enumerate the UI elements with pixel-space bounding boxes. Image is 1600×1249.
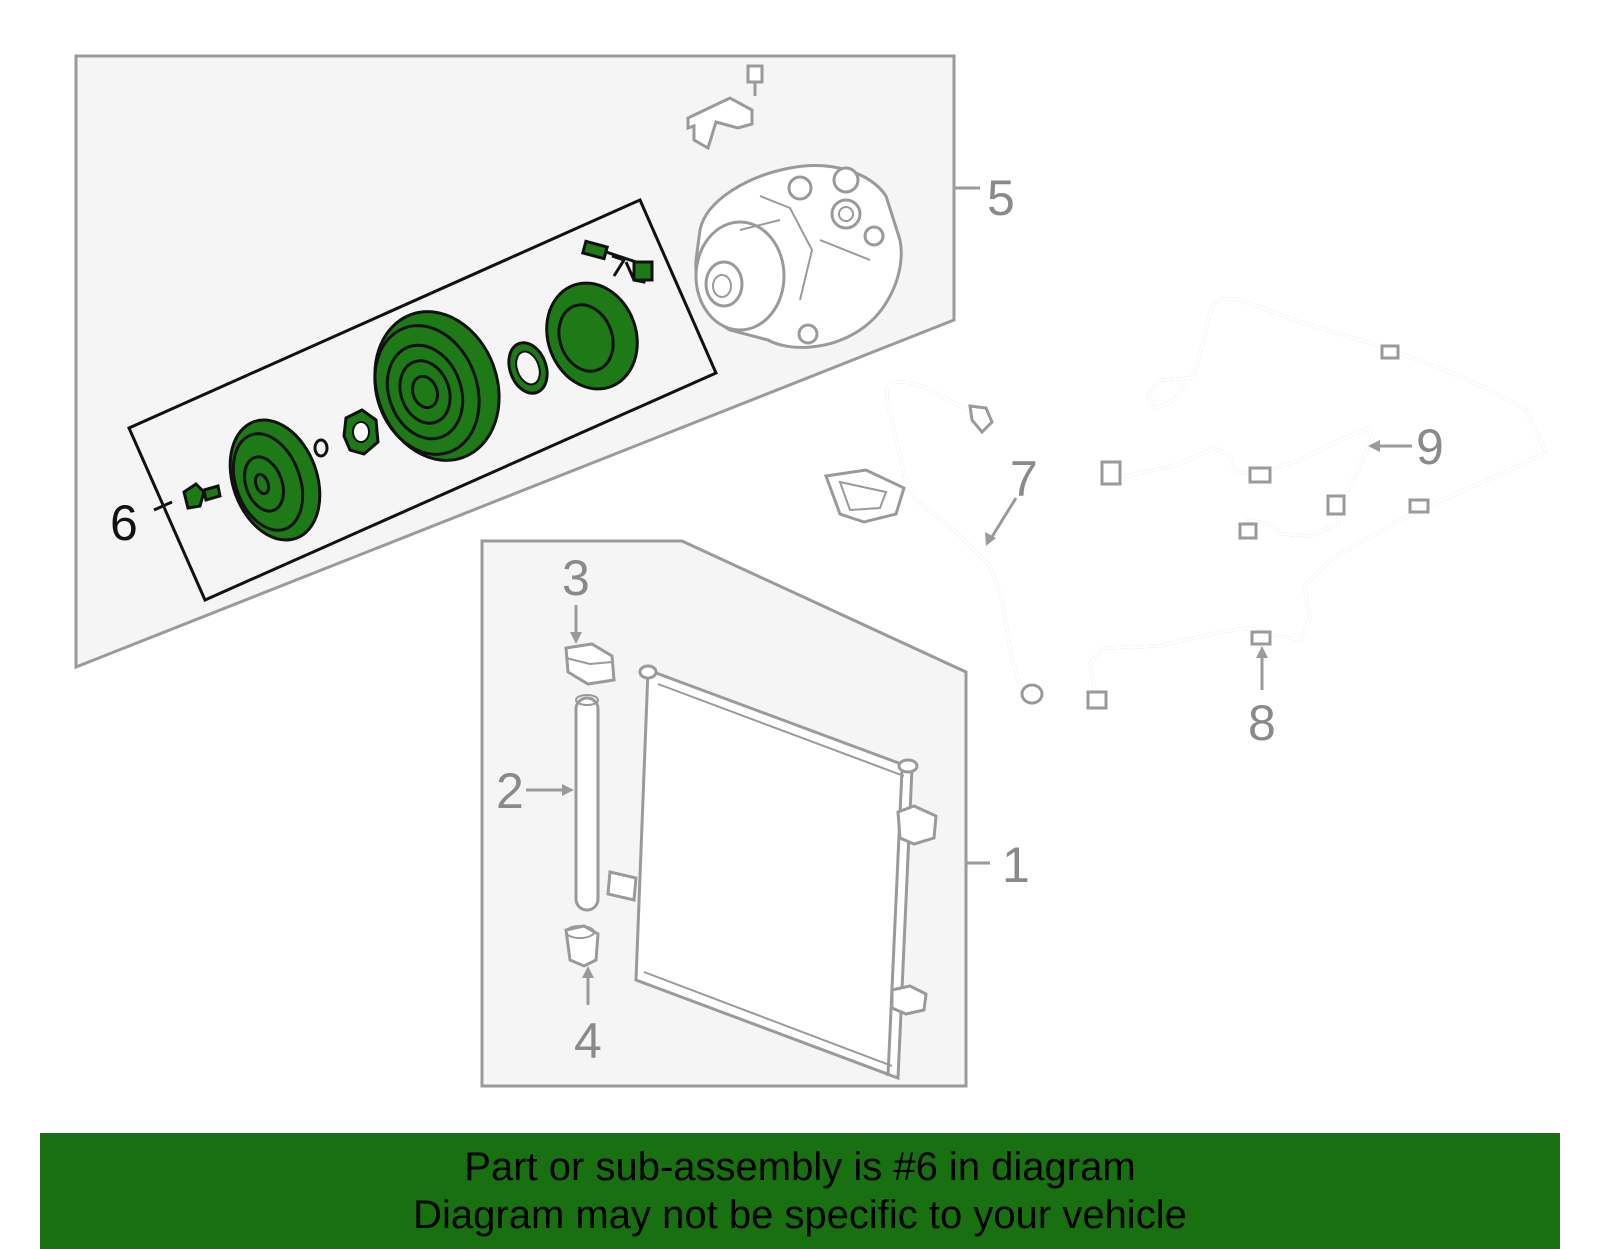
banner-line-1: Part or sub-assembly is #6 in diagram (464, 1145, 1136, 1189)
callout-9: 9 (1416, 419, 1444, 475)
plug-part-4[interactable] (564, 924, 600, 968)
drier-part-2[interactable] (574, 694, 600, 912)
hose-part-7[interactable] (823, 380, 1044, 705)
arrow-8 (1256, 646, 1268, 658)
arrow-7 (985, 532, 996, 546)
compressor-part-5[interactable] (686, 64, 903, 349)
clutch-box (127, 198, 718, 602)
callout-7: 7 (1010, 451, 1038, 507)
leader-7 (988, 497, 1018, 541)
banner-line-2: Diagram may not be specific to your vehi… (413, 1193, 1187, 1237)
callout-4: 4 (574, 1013, 602, 1069)
callout-3: 3 (562, 550, 590, 606)
arrow-2 (562, 784, 574, 796)
cap-part-3[interactable] (564, 642, 616, 686)
notice-banner: Part or sub-assembly is #6 in diagram Di… (40, 1133, 1560, 1249)
condenser-part-1[interactable] (606, 664, 938, 1081)
callout-6: 6 (110, 495, 138, 551)
leader-6 (153, 500, 173, 512)
arrow-3 (570, 632, 582, 644)
hose-part-9[interactable] (1100, 425, 1374, 540)
arrow-9 (1368, 440, 1380, 452)
callout-1: 1 (1002, 837, 1030, 893)
liquid-line-part-8[interactable] (1086, 296, 1548, 710)
clutch-assembly-part-6[interactable] (182, 239, 654, 552)
callout-8: 8 (1248, 695, 1276, 751)
callout-2: 2 (496, 763, 524, 819)
arrow-4 (582, 966, 594, 978)
callout-5: 5 (987, 170, 1015, 226)
